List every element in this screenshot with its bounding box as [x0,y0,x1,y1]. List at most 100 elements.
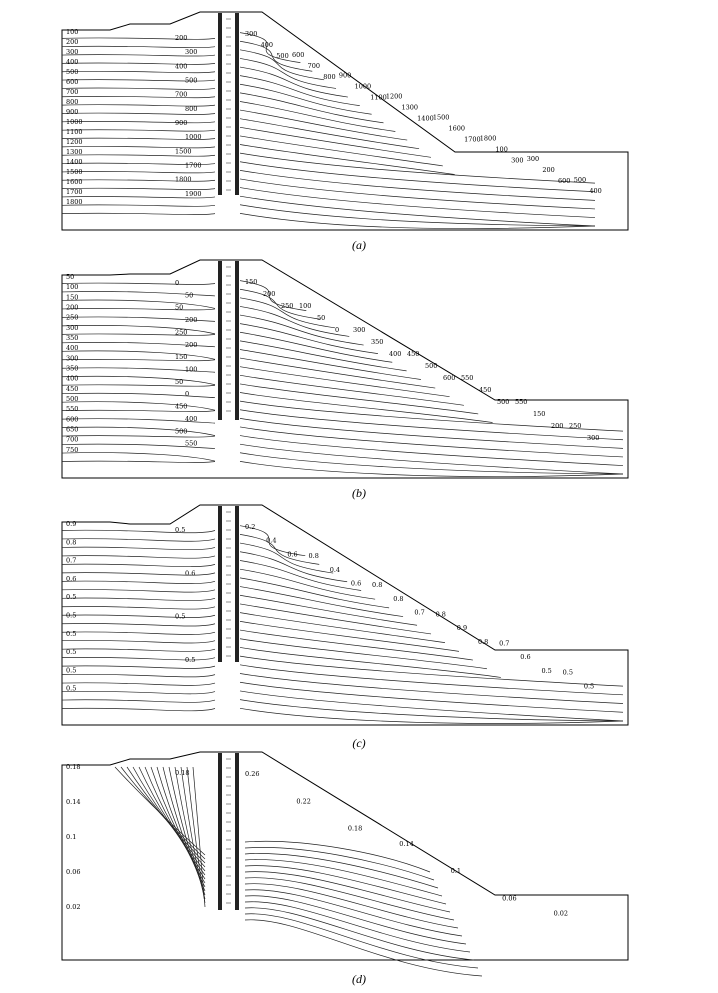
contour-line [61,657,216,661]
contour-line [61,460,216,463]
contour-label: 0.6 [66,575,76,583]
contour-label: 350 [66,365,78,373]
contour-label: 0.8 [478,638,488,646]
contour-line [239,297,336,329]
contour-line [61,120,216,124]
contour-label: 0.22 [296,797,310,805]
contour-line [61,333,216,336]
contour-line [61,95,216,99]
contour-line [61,171,216,174]
contour-label: 700 [308,62,320,70]
contour-label: 600 [66,78,78,86]
contour-line [239,612,446,643]
contour-label: 450 [407,350,419,358]
contour-label: 0.4 [266,537,276,545]
contour-line [239,603,432,635]
contour-line [239,161,596,193]
contour-line [61,529,216,534]
contour-label: 1500 [433,113,450,121]
contour-line [239,586,404,617]
contour-line [61,204,216,207]
panel-b-caption: (b) [352,486,366,500]
contour-line [239,187,596,218]
contour-label: 250 [281,302,293,310]
contour-line [239,418,624,449]
contour-label: 250 [66,314,78,322]
cutoff-wall-right [235,13,239,195]
contour-line [239,452,624,475]
contour-line [61,555,216,559]
contour-label: 0.6 [520,653,530,661]
contour-label: 50 [175,378,183,386]
contour-line [61,282,216,285]
contour-line [239,75,360,106]
contour-label: 1500 [175,147,192,155]
contour-label: 900 [175,119,187,127]
contour-label: 0.1 [66,833,76,841]
contour-label: 900 [339,72,351,80]
contour-label: 250 [175,328,187,336]
contour-label: 50 [66,273,74,281]
contour-line [61,179,216,182]
contour-label: 0.5 [66,648,76,656]
contour-label: 500 [185,77,197,85]
contour-label: 0.6 [287,550,297,558]
contour-line [239,288,321,320]
contour-line [239,152,596,184]
contour-label: 0.6 [351,580,361,588]
contour-line [61,614,216,618]
contour-label: 250 [569,422,581,430]
contour-label: 1100 [370,94,387,102]
contour-label: 0 [185,390,189,398]
contour-line [239,594,418,626]
contour-label: 300 [66,324,78,332]
contour-line [61,384,216,387]
contour-line [150,766,206,880]
contour-label: 0.06 [66,868,80,876]
contour-line [239,170,596,201]
contour-line [144,766,206,876]
contour-line [61,640,216,644]
contour-line [61,409,216,412]
contour-line [61,316,216,322]
contour-line [239,443,624,475]
contour-label: 200 [66,38,78,46]
contour-line [239,66,348,98]
contour-label: 150 [245,278,257,286]
contour-label: 600 [443,374,455,382]
dam-outline [61,259,629,479]
contour-line [61,37,216,40]
contour-label: 200 [185,316,197,324]
contour-line [239,58,337,89]
contour-line [126,766,206,864]
contour-line [239,101,396,132]
contour-line [61,580,216,584]
contour-label: 1600 [66,178,83,186]
panel-d-caption: (d) [352,972,366,986]
contour-line [61,162,216,165]
contour-label: 0.5 [185,656,195,664]
contour-label: 200 [66,304,78,312]
contour-line [239,647,501,678]
contour-line [244,883,459,929]
contour-label: 1700 [185,162,202,170]
contour-line [239,577,390,609]
contour-line [61,104,216,107]
contour-label: 1200 [66,138,83,146]
panel-a-caption: (a) [352,238,366,252]
contour-label: 400 [589,187,601,195]
contour-label: 0.5 [584,682,594,690]
contour-line [239,357,436,389]
contour-line [239,40,313,72]
contour-line [61,418,216,424]
contour-line [61,623,216,627]
contour-line [61,299,216,309]
contour-label: 550 [66,405,78,413]
contour-label: 0.8 [66,538,76,546]
contour-label: 1400 [417,115,434,123]
contour-line [61,699,216,703]
contour-label: 0.5 [66,630,76,638]
contour-label: 300 [66,354,78,362]
contour-label: 300 [245,30,257,38]
